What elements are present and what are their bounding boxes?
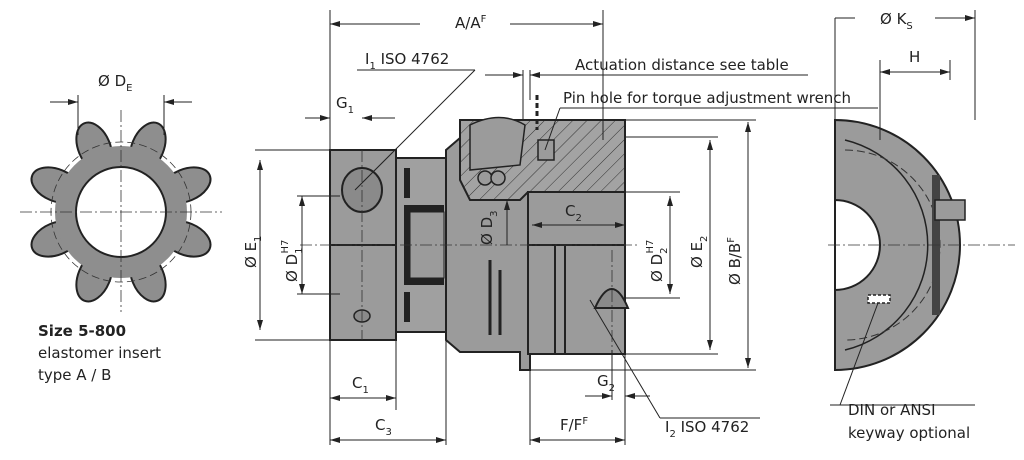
- elastomer-insert: [20, 95, 222, 312]
- g1-label: G1: [336, 94, 354, 116]
- ks-label: Ø KS: [880, 10, 913, 32]
- keyway-line2: keyway optional: [848, 424, 970, 442]
- insert-caption-line3: type A / B: [38, 366, 111, 384]
- d1-label: Ø D1H7: [280, 240, 305, 282]
- end-view: [828, 10, 1015, 406]
- h-label: H: [909, 48, 920, 66]
- f-label: F/FF: [560, 416, 588, 434]
- b-label: Ø B/BF: [726, 237, 744, 285]
- screw1-label: I1 ISO 4762: [365, 50, 449, 72]
- d3-label: Ø D3: [478, 211, 500, 246]
- keyway-line1: DIN or ANSI: [848, 401, 936, 419]
- coupling-body: [300, 116, 640, 371]
- dim-de-label: Ø DE: [98, 72, 132, 94]
- d2-label: Ø D2H7: [645, 240, 670, 282]
- e1-label: Ø E1: [242, 236, 264, 268]
- insert-size-caption: Size 5-800: [38, 322, 126, 340]
- screw2-label: I2 ISO 4762: [665, 418, 749, 440]
- c3-label: C3: [375, 416, 392, 438]
- e2-label: Ø E2: [688, 236, 710, 268]
- c2-label: C2: [565, 202, 582, 224]
- dim-a-label: A/AF: [455, 14, 487, 32]
- c1-label: C1: [352, 374, 369, 396]
- insert-caption-line2: elastomer insert: [38, 344, 161, 362]
- dimension-lines: [255, 10, 878, 445]
- pin-hole-label: Pin hole for torque adjustment wrench: [563, 89, 851, 107]
- g2-label: G2: [597, 372, 615, 394]
- actuation-distance-label: Actuation distance see table: [575, 56, 789, 74]
